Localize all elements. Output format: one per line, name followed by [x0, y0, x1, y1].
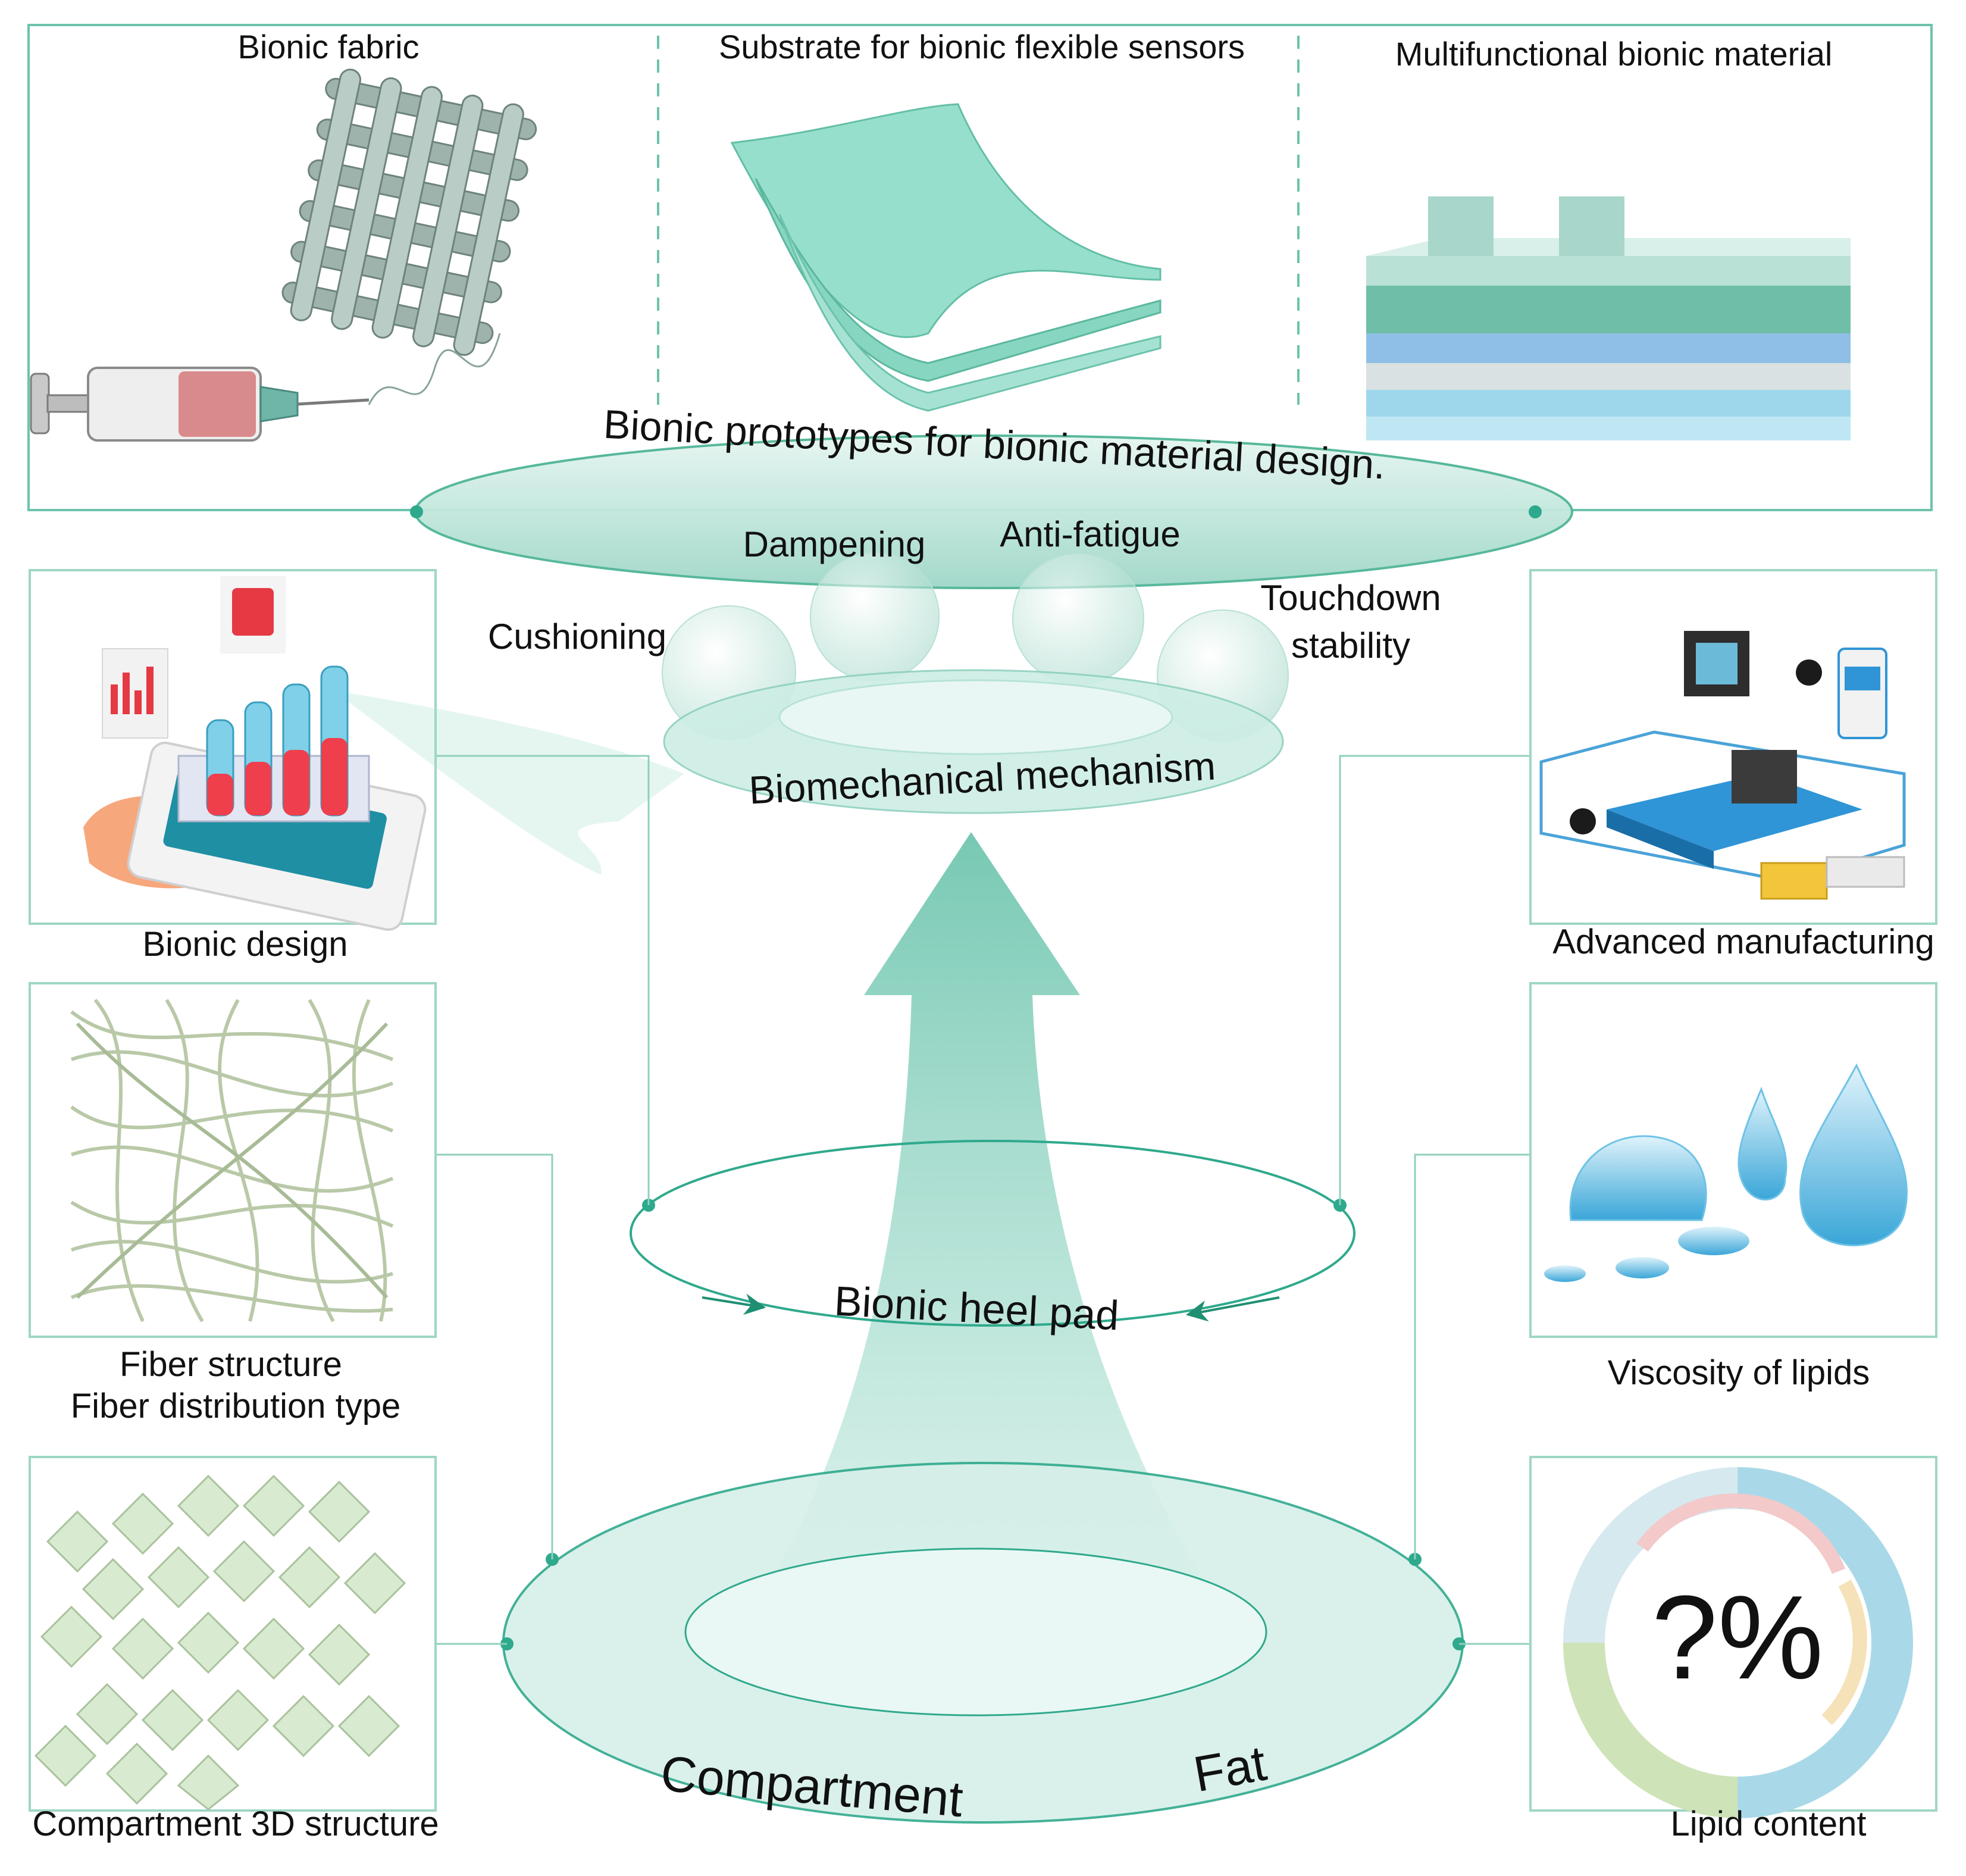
fabric-label: Bionic fabric	[237, 28, 419, 65]
test-tubes-icon	[83, 576, 427, 931]
multifunctional-label: Multifunctional bionic material	[1395, 35, 1833, 73]
top-disc-connector-left	[410, 505, 423, 518]
mechanism-disc-inner	[778, 679, 1173, 755]
viscosity-panel	[1529, 982, 1937, 1338]
layered-sheets-icon	[730, 103, 1162, 412]
bionic-design-label: Bionic design	[143, 925, 348, 964]
cushioning-label: Cushioning	[488, 617, 666, 656]
base-disc-inner	[684, 1547, 1267, 1716]
water-drops-icon	[1544, 1063, 1908, 1282]
compartment-3d-label: Compartment 3D structure	[32, 1805, 439, 1843]
percentage-ring-icon: ?%	[1563, 1467, 1913, 1818]
manufacturing-label: Advanced manufacturing	[1552, 923, 1934, 961]
fiber-network-icon	[70, 999, 394, 1322]
bionic-design-panel	[29, 569, 437, 925]
manufacturing-panel	[1529, 569, 1937, 925]
connector-fiber	[436, 1153, 553, 1559]
connector-design	[436, 755, 650, 1205]
lipid-content-label: Lipid content	[1671, 1805, 1867, 1843]
heel-pad-arrow-right	[1185, 1296, 1280, 1322]
fat-label: Fat	[1189, 1735, 1270, 1803]
viscosity-label: Viscosity of lipids	[1608, 1353, 1870, 1392]
layered-block-icon	[1366, 196, 1851, 440]
dampening-label: Dampening	[743, 524, 926, 564]
connector-manufacturing	[1339, 755, 1530, 1205]
heel-pad-arrow-left	[702, 1293, 766, 1315]
top-disc-connector-right	[1529, 505, 1542, 518]
connector-viscosity	[1414, 1153, 1530, 1559]
octahedron-lattice-icon	[34, 1474, 406, 1811]
woven-fabric-icon	[281, 68, 537, 356]
fiber-label-line2: Fiber distribution type	[71, 1387, 400, 1425]
sensor-label: Substrate for bionic flexible sensors	[719, 28, 1245, 65]
anti-fatigue-bubble	[1012, 553, 1144, 685]
factory-machine-icon	[1539, 631, 1906, 900]
compartment-3d-panel	[29, 1456, 437, 1812]
syringe-icon	[30, 367, 370, 442]
touchdown-label-line2: stability	[1291, 626, 1410, 665]
fiber-panel	[29, 982, 437, 1338]
dampening-bubble	[810, 552, 940, 681]
design-funnel	[333, 690, 684, 875]
main-arrow	[714, 832, 1261, 1666]
touchdown-label-line1: Touchdown	[1260, 578, 1441, 618]
fiber-label-line1: Fiber structure	[120, 1345, 342, 1384]
anti-fatigue-label: Anti-fatigue	[1000, 514, 1181, 554]
fiber-thread	[368, 333, 501, 405]
heel-pad-ring	[630, 1140, 1355, 1327]
lipid-symbol: ?%	[1651, 1571, 1823, 1704]
